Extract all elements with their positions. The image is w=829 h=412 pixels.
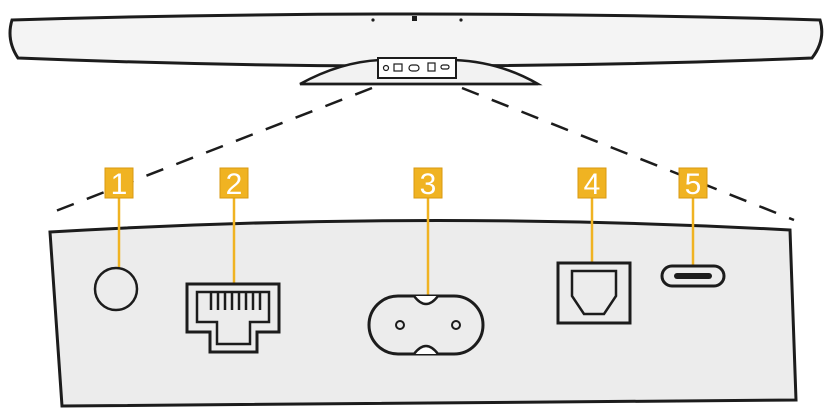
soundbar-body (8, 12, 824, 68)
callout-number: 2 (226, 168, 243, 201)
optical-port-outline (556, 261, 632, 325)
soundbar-indicator-dot (371, 18, 375, 22)
power-port-waist (413, 295, 439, 355)
callout-5: 5 (678, 167, 708, 201)
usb-c-port-tongue (674, 273, 712, 279)
power-port-outline (367, 294, 485, 356)
soundbar (8, 12, 824, 86)
thumb-ethernet (393, 63, 403, 72)
optical-port-inner (570, 269, 618, 316)
callout-4: 4 (577, 167, 607, 201)
ethernet-contacts (209, 292, 262, 310)
power-pin-left (395, 320, 405, 330)
ethernet-port-inner (195, 290, 271, 346)
round-jack-port (93, 266, 139, 312)
callout-box (577, 167, 607, 199)
callout-box (104, 167, 134, 199)
callout-number: 1 (111, 168, 128, 201)
thumb-optical (427, 62, 436, 72)
port-bay-thumbnail (377, 57, 457, 79)
power-pin-right (451, 320, 461, 330)
callout-box (219, 167, 249, 199)
soundbar-indicator-dot (459, 18, 463, 22)
usb-c-port (660, 264, 726, 288)
callout-box (413, 167, 443, 199)
thumb-round-jack (382, 64, 390, 72)
callout-number: 5 (685, 168, 702, 201)
power-port (367, 294, 485, 356)
callout-box (678, 167, 708, 199)
callout-1: 1 (104, 167, 134, 201)
callout-2: 2 (219, 167, 249, 201)
ethernet-port (185, 282, 281, 354)
thumb-usb-c (440, 64, 450, 70)
zoom-line-left (47, 86, 373, 216)
soundbar-indicator-dot (412, 16, 417, 21)
optical-port (556, 261, 632, 325)
zoom-line-right (461, 86, 795, 222)
callout-number: 3 (420, 168, 437, 201)
zoom-lines (47, 86, 795, 222)
thumb-power (408, 64, 420, 72)
callout-3: 3 (413, 167, 443, 201)
callout-number: 4 (584, 168, 601, 201)
